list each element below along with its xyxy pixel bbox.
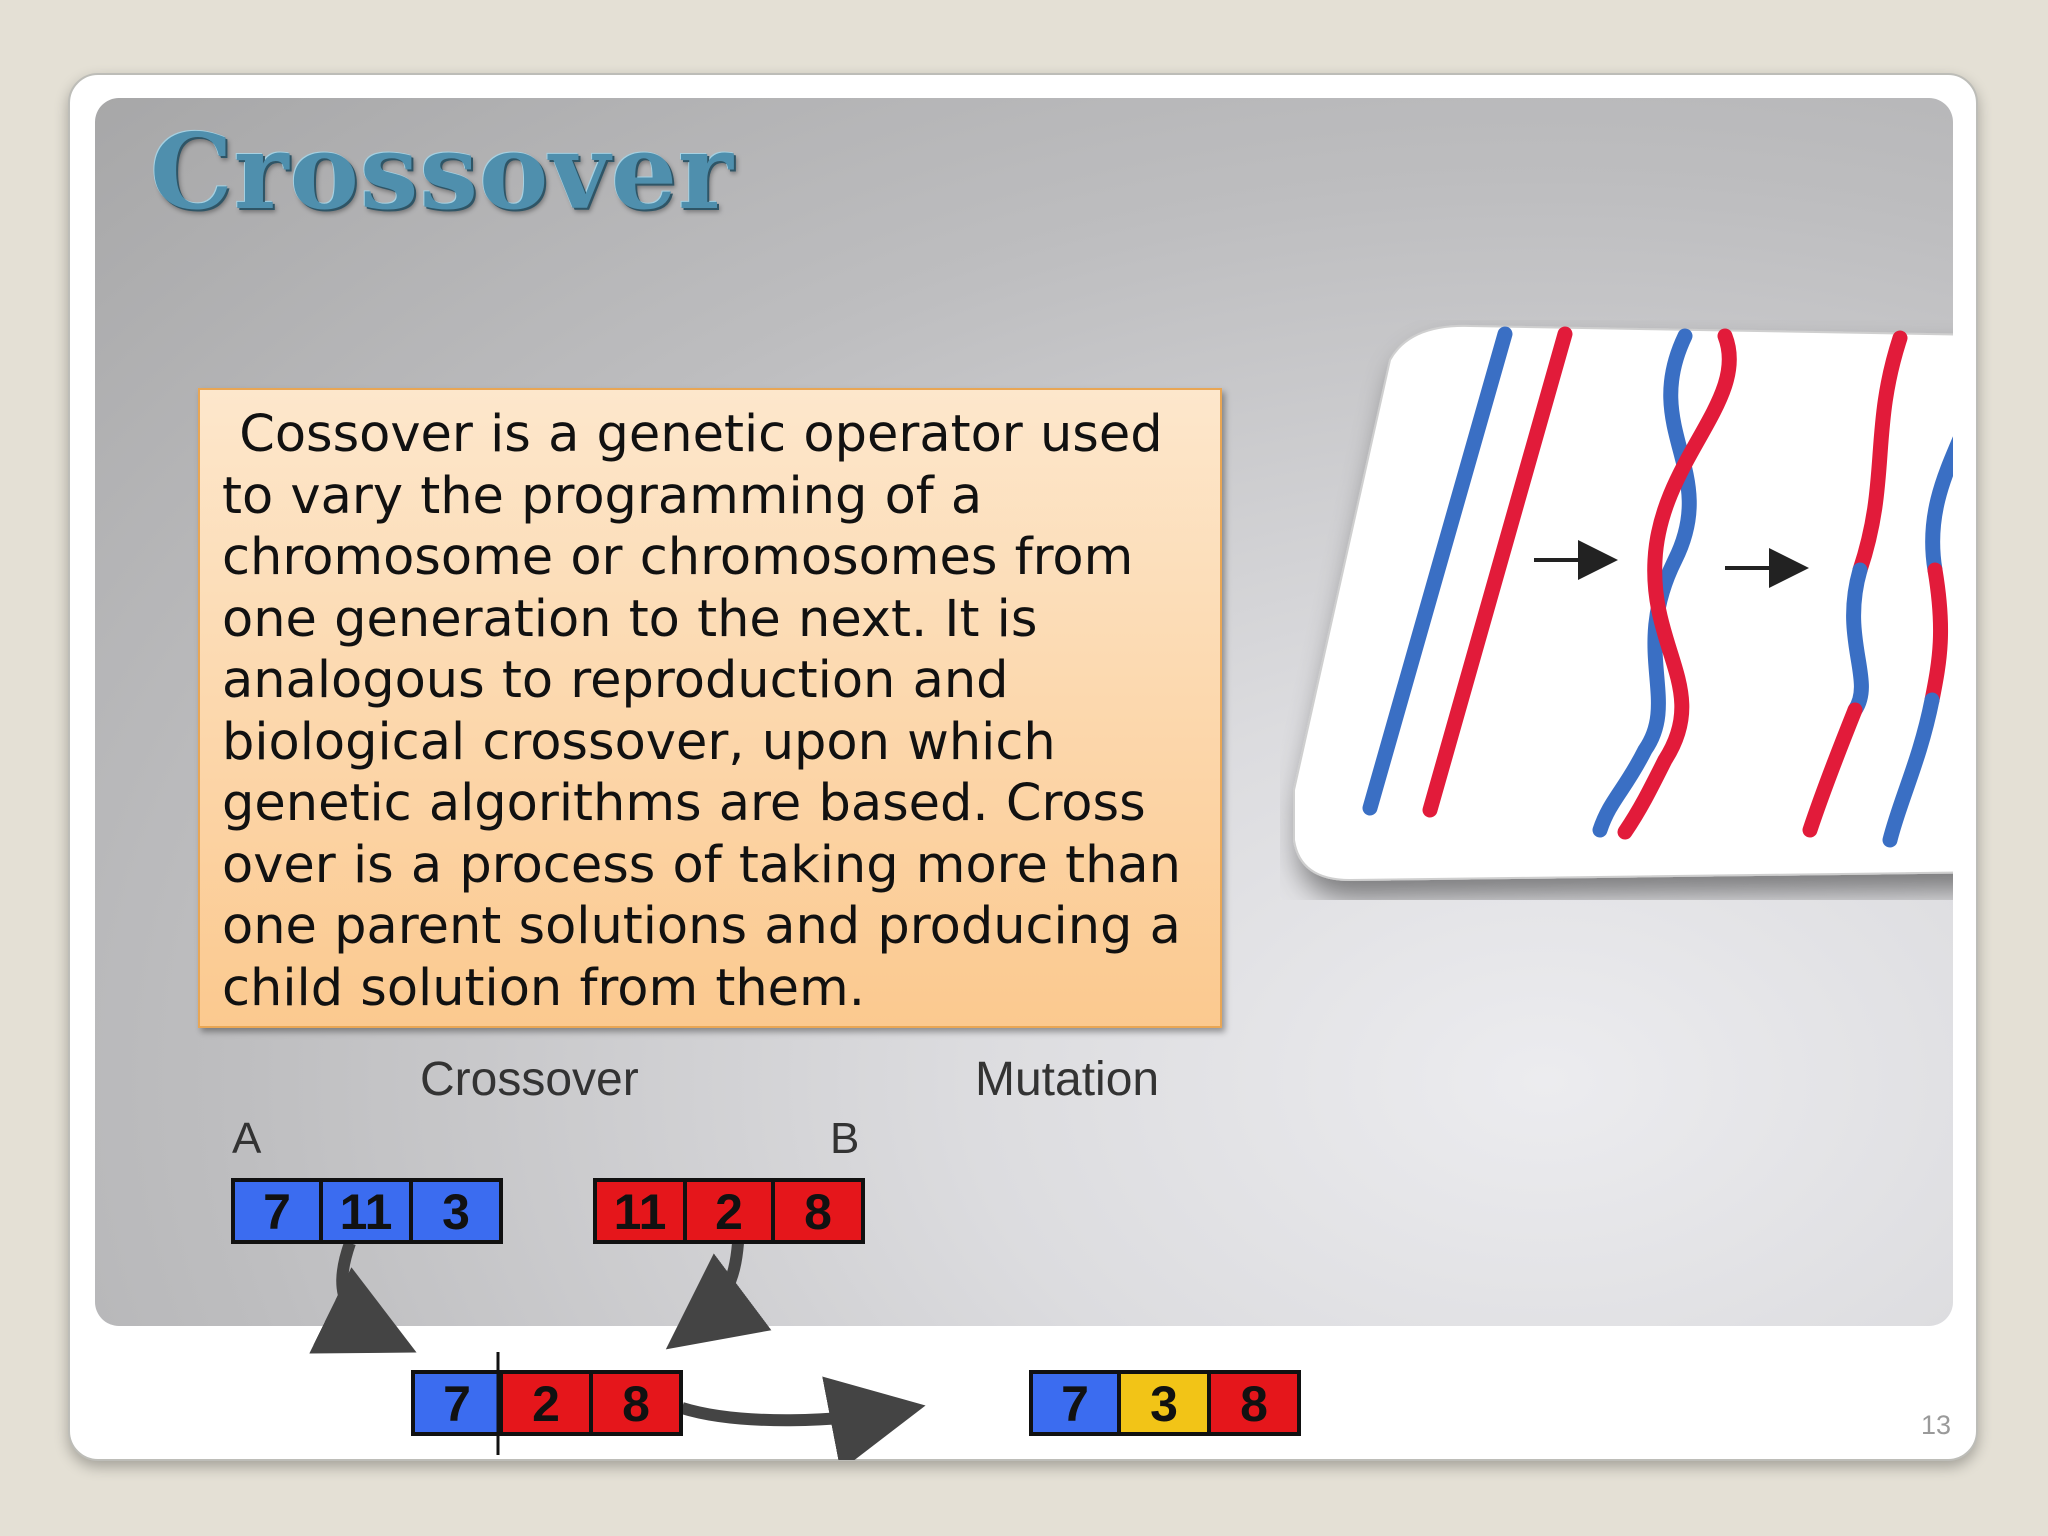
parent-a-label: A	[232, 1114, 262, 1163]
mutation-label: Mutation	[975, 1060, 1159, 1106]
child-chromosome: 7 2 8	[411, 1352, 683, 1455]
parent-b-label: B	[830, 1114, 859, 1163]
arrow-child-to-mutated	[680, 1376, 926, 1460]
gene-cell: 2	[715, 1184, 743, 1240]
page-number: 13	[1920, 1410, 1951, 1440]
photo-card	[1293, 324, 1953, 882]
gene-cell: 2	[532, 1376, 560, 1432]
slide-title: Crossover	[150, 110, 734, 233]
slide-header-panel: Crossover Cossover is a genetic operator…	[95, 98, 1953, 1326]
blue-chromatid-1	[1362, 326, 1513, 816]
gene-cell: 3	[1150, 1376, 1178, 1432]
crossover-mutation-diagram: Crossover Mutation A B 7 11 3 11 2 8	[231, 1060, 1301, 1460]
recombined-chromatid-red	[1852, 330, 1908, 578]
gene-cell: 7	[263, 1184, 291, 1240]
recombined-chromatid-red-segment	[1924, 562, 1949, 708]
gene-cell: 8	[622, 1376, 650, 1432]
red-chromatid-1	[1422, 326, 1573, 818]
arrow-a-to-child	[309, 1241, 417, 1354]
recombined-chromatid-red-tail	[1802, 702, 1863, 838]
recombined-chromatid-blue-tail	[1882, 692, 1940, 848]
gene-cell: 11	[614, 1184, 667, 1240]
gene-cell: 8	[804, 1184, 832, 1240]
recombined-chromatid-blue	[1925, 436, 1953, 578]
chromosome-crossover-illustration	[1293, 324, 1953, 882]
gene-cell: 7	[1061, 1376, 1089, 1432]
gene-cell: 7	[443, 1376, 471, 1432]
gene-cell: 11	[340, 1184, 393, 1240]
definition-text: Cossover is a genetic operator used to v…	[222, 405, 1199, 1018]
definition-textbox: Cossover is a genetic operator used to v…	[198, 388, 1222, 1028]
parent-b-chromosome: 11 2 8	[593, 1178, 865, 1244]
recombined-chromatid-blue-segment	[1846, 562, 1869, 718]
mutated-chromosome: 7 3 8	[1029, 1370, 1301, 1436]
gene-cell: 3	[442, 1184, 470, 1240]
parent-a-chromosome: 7 11 3	[231, 1178, 503, 1244]
arrow-b-to-child	[665, 1242, 772, 1350]
crossover-label: Crossover	[420, 1060, 639, 1106]
red-chromatid-2	[1617, 328, 1737, 840]
slide: Crossover Cossover is a genetic operator…	[68, 73, 1978, 1461]
gene-cell: 8	[1240, 1376, 1268, 1432]
